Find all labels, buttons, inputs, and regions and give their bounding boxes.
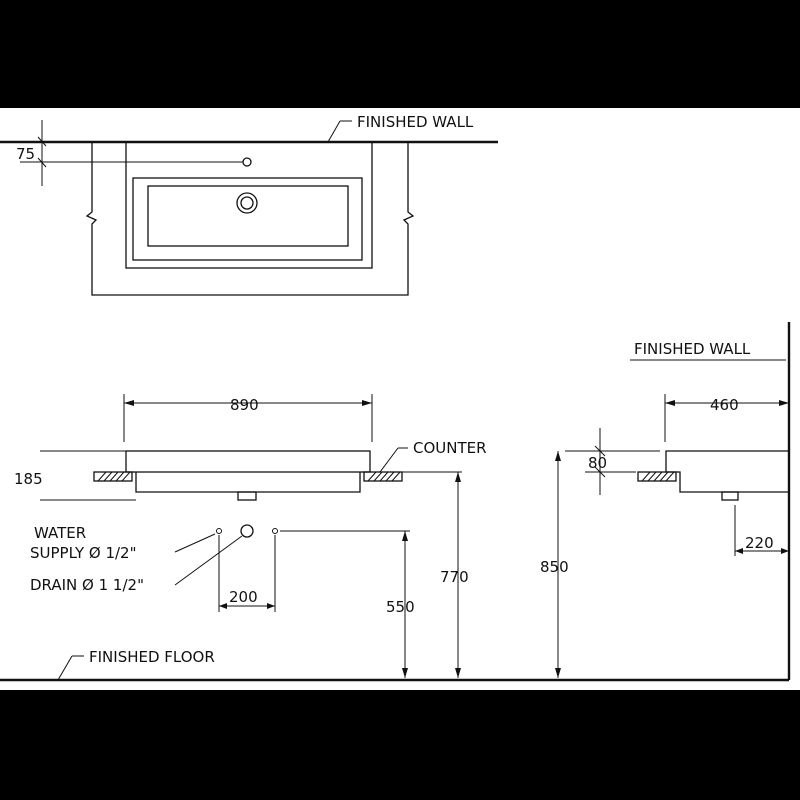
finished-wall-label-side: FINISHED WALL [634, 340, 751, 358]
drain-point [240, 524, 254, 538]
finished-floor-label: FINISHED FLOOR [89, 648, 215, 666]
side-view: FINISHED WALL 460 80 220 850 [540, 322, 791, 680]
finished-wall-label-top: FINISHED WALL [357, 113, 474, 131]
drain-outer [236, 192, 258, 214]
counter-side-hatch [637, 471, 677, 482]
drain-stub-front [237, 491, 257, 501]
basin-top-slab [125, 450, 371, 473]
drain-stub-side [721, 491, 739, 501]
basin-bowl-top [147, 185, 349, 247]
drawing-sheet: FINISHED WALL 75 890 [0, 108, 800, 690]
water-supply-label-line2: SUPPLY Ø 1/2" [30, 544, 137, 562]
dim-220: 220 [745, 534, 774, 552]
drain-inner [240, 196, 254, 210]
basin-rim-top [132, 177, 363, 261]
water-supply-right-point [272, 528, 278, 534]
front-view: 890 COUNTER 185 WATER SUPPLY Ø 1/2" DRAI… [14, 394, 487, 678]
water-supply-leader [174, 533, 216, 553]
dim-770: 770 [440, 568, 469, 586]
dim-80: 80 [588, 454, 607, 472]
tap-hole [242, 157, 252, 167]
finished-floor-leader [57, 655, 73, 681]
drain-leader [174, 535, 243, 586]
counter-right-hatch [363, 471, 403, 482]
dim-200: 200 [229, 588, 258, 606]
technical-drawing: FINISHED WALL 75 890 [0, 113, 791, 682]
dim-890: 890 [230, 396, 259, 414]
dim-550: 550 [386, 598, 415, 616]
floor: FINISHED FLOOR [0, 648, 789, 682]
dim-75: 75 [16, 145, 35, 163]
counter-outline-top [85, 142, 415, 296]
counter-label: COUNTER [413, 439, 487, 457]
dim-185: 185 [14, 470, 43, 488]
top-view: FINISHED WALL 75 [0, 113, 498, 296]
basin-outer-top [125, 141, 373, 269]
finished-wall-leader-top [327, 120, 341, 143]
counter-left-hatch [93, 471, 133, 482]
counter-leader [379, 447, 399, 473]
water-supply-label-line1: WATER [34, 524, 86, 542]
basin-bowl-front [135, 472, 361, 493]
drain-label: DRAIN Ø 1 1/2" [30, 576, 144, 594]
dim-460: 460 [710, 396, 739, 414]
dim-850: 850 [540, 558, 569, 576]
water-supply-left-point [216, 528, 222, 534]
basin-side-profile [665, 450, 789, 493]
